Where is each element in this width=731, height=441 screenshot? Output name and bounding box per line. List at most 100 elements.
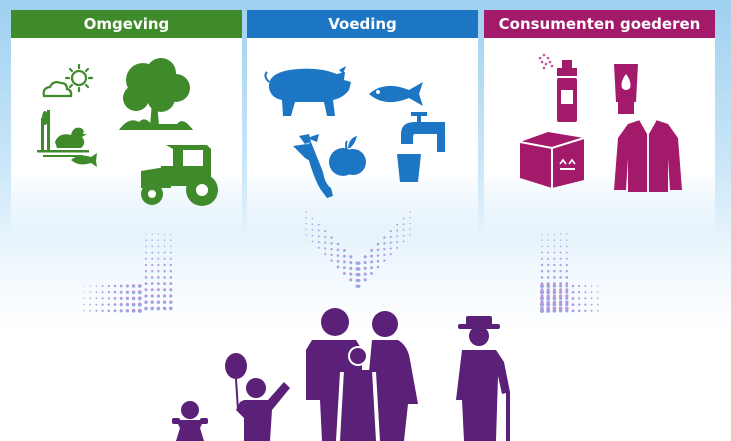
flow-dot [163, 282, 167, 285]
flow-dot [376, 265, 380, 269]
flow-dot [305, 222, 307, 225]
flow-dot [305, 228, 307, 230]
flow-dot [559, 294, 563, 298]
flow-dot [107, 303, 111, 306]
flow-dot [376, 254, 380, 257]
flow-dot [342, 266, 346, 270]
flow-dot [357, 261, 361, 265]
flow-dot [144, 263, 148, 267]
fish-icon [71, 153, 97, 167]
flow-dot [396, 241, 399, 244]
flow-dot [137, 284, 142, 288]
flow-dot [590, 297, 593, 300]
flow-dot [559, 288, 563, 292]
arrow-omgeving-to-people [83, 233, 173, 313]
flow-dot [559, 290, 563, 294]
flow-dot [541, 239, 543, 241]
flow-dot [565, 288, 569, 292]
flow-dot [541, 257, 543, 260]
duck-in-reeds-icon [37, 110, 89, 157]
flow-dot [409, 234, 411, 236]
flow-dot [157, 257, 160, 260]
flow-dot [163, 245, 166, 248]
flow-dot [107, 291, 110, 294]
flow-dot [169, 270, 172, 273]
flow-dot [151, 245, 153, 248]
flow-dot [547, 251, 550, 254]
flow-dot [119, 303, 123, 307]
flow-dot [552, 302, 557, 307]
jacket-icon [614, 119, 682, 192]
flow-dot [370, 266, 374, 270]
flow-dot [558, 296, 563, 301]
flow-dot [163, 239, 166, 241]
flow-dot [113, 297, 117, 300]
flow-dot [553, 257, 556, 260]
flow-dot [389, 235, 392, 239]
flow-dot [157, 245, 160, 248]
flow-dot [565, 257, 568, 260]
flow-dot [363, 278, 367, 282]
flow-dot [311, 234, 314, 237]
flow-dot [144, 270, 148, 273]
flow-dot [169, 300, 173, 304]
flow-dot [119, 284, 123, 288]
flow-dot [539, 296, 545, 301]
flow-dot [559, 263, 562, 267]
flow-dot [402, 234, 405, 237]
flow-dot [311, 223, 314, 225]
flow-dot [95, 285, 98, 287]
flow-dot [547, 263, 550, 267]
flow-dot [144, 288, 148, 292]
flow-dot [163, 263, 166, 267]
flow-dot [540, 276, 544, 279]
flow-dot [83, 285, 85, 287]
flow-dot [541, 245, 543, 248]
flow-dot [541, 233, 543, 235]
flow-dot [336, 242, 340, 246]
flow-dot [164, 233, 166, 235]
flow-dot [324, 247, 327, 250]
flow-dot [151, 251, 154, 254]
flow-dot [113, 303, 117, 306]
flow-dot [119, 290, 123, 294]
flow-dot [383, 253, 386, 257]
elderly-man-with-cane-icon [456, 316, 510, 441]
spray-can-icon [538, 53, 577, 122]
flow-dot [163, 276, 166, 279]
flow-dot [571, 290, 575, 294]
flow-dot [305, 211, 307, 213]
flow-dot [370, 254, 374, 258]
flow-dot [157, 276, 160, 279]
flow-dot [169, 257, 172, 260]
flow-dot [565, 303, 569, 307]
flow-dot [342, 260, 346, 264]
flow-dot [546, 284, 551, 288]
panel-title-voeding: Voeding [247, 10, 478, 38]
panel-title-omgeving: Omgeving [11, 10, 242, 38]
flow-dot [83, 291, 85, 293]
flow-dot [89, 297, 91, 300]
flow-dot [383, 242, 386, 245]
child-with-balloon-icon [225, 353, 290, 441]
flow-dot [95, 291, 98, 294]
flow-dot [324, 235, 327, 239]
flow-dot [305, 234, 307, 236]
flow-dot [150, 300, 154, 304]
flow-dot [370, 272, 374, 275]
flow-dot [596, 309, 599, 312]
flow-dot [553, 251, 556, 254]
flow-dot [565, 294, 569, 298]
flow-dot [553, 282, 556, 285]
flow-dot [336, 265, 340, 269]
flow-dot [125, 290, 129, 294]
flow-dot [559, 251, 562, 254]
flow-dot [317, 229, 320, 232]
flow-dot [357, 273, 361, 277]
flow-dot [396, 223, 399, 226]
flow-dot [578, 291, 581, 294]
flow-dot [151, 263, 154, 267]
flow-dot [150, 282, 154, 285]
flow-dot [169, 251, 172, 254]
